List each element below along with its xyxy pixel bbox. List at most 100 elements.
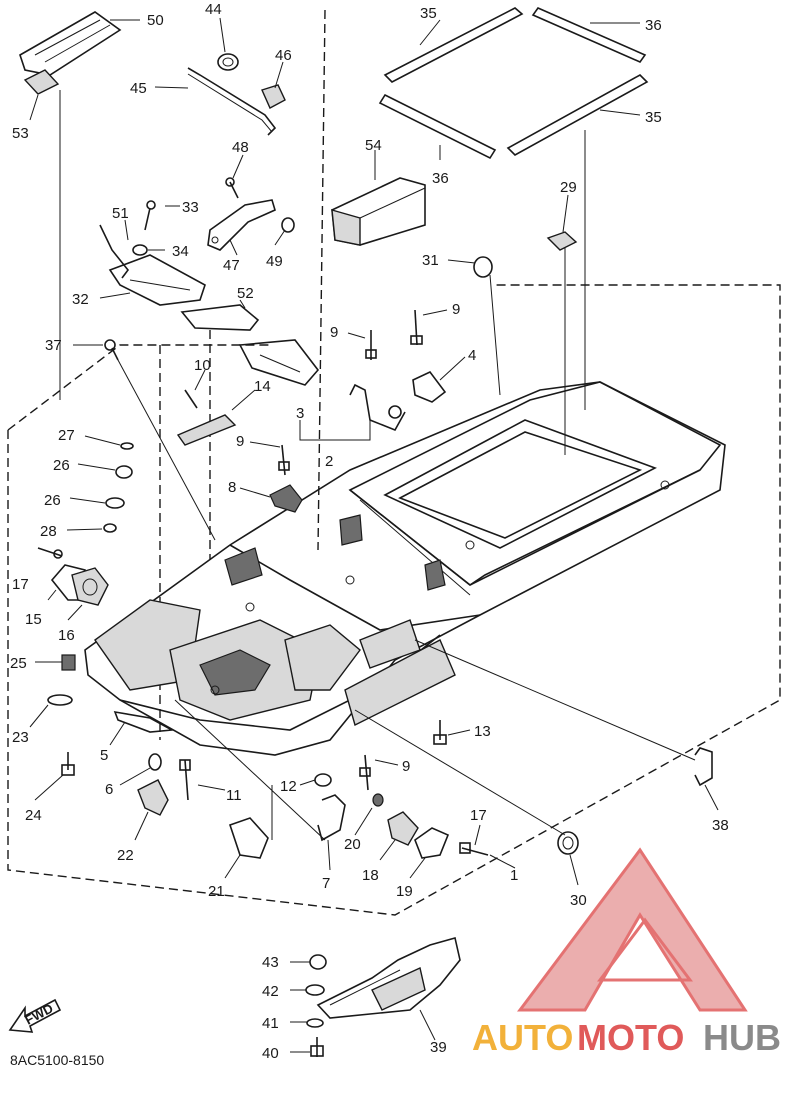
label-19: 19 bbox=[396, 883, 413, 900]
bolt-part-10 bbox=[184, 389, 198, 409]
label-15: 15 bbox=[25, 611, 42, 628]
leader-lines bbox=[29, 17, 719, 1053]
label-32: 32 bbox=[72, 291, 89, 308]
label-26-b: 26 bbox=[44, 492, 61, 509]
label-21: 21 bbox=[208, 883, 225, 900]
rail-part-35-bottom bbox=[506, 74, 649, 156]
bracket-part-21 bbox=[228, 817, 269, 859]
label-25: 25 bbox=[10, 655, 27, 672]
label-54: 54 bbox=[365, 137, 382, 154]
label-35-right: 35 bbox=[645, 109, 662, 126]
bolt-part-17-left bbox=[37, 547, 63, 559]
grommet-part-44 bbox=[217, 53, 239, 71]
bolt-part-17-right bbox=[459, 842, 489, 856]
gasket-part-16 bbox=[71, 567, 109, 606]
label-9-a: 9 bbox=[330, 324, 338, 341]
pad-part-53 bbox=[23, 69, 60, 95]
label-20: 20 bbox=[344, 836, 361, 853]
main-frame-part bbox=[84, 381, 726, 756]
washer-part-34 bbox=[132, 244, 148, 256]
bolt-part-9-d bbox=[359, 754, 371, 791]
label-3: 3 bbox=[296, 405, 304, 422]
label-8: 8 bbox=[228, 479, 236, 496]
label-40: 40 bbox=[262, 1045, 279, 1062]
bolt-part-37 bbox=[104, 339, 119, 361]
label-45: 45 bbox=[130, 80, 147, 97]
collar-part-26-b bbox=[105, 497, 125, 509]
bracket-part-32 bbox=[108, 254, 206, 306]
bracket-part-2 bbox=[349, 383, 406, 432]
label-22: 22 bbox=[117, 847, 134, 864]
cap-part-27 bbox=[120, 442, 134, 450]
label-46: 46 bbox=[275, 47, 292, 64]
label-13: 13 bbox=[474, 723, 491, 740]
label-14: 14 bbox=[254, 378, 271, 395]
part-labels: 1 2 3 4 5 6 7 8 9 9 9 9 10 11 12 13 14 1… bbox=[10, 1, 729, 1062]
spacer-part-6 bbox=[148, 753, 162, 771]
plate-part-52 bbox=[180, 304, 260, 331]
bolt-part-9-c bbox=[278, 444, 290, 476]
label-9-d: 9 bbox=[402, 758, 410, 775]
collar-part-26-a bbox=[115, 465, 133, 479]
label-34: 34 bbox=[172, 243, 189, 260]
hook-part-7 bbox=[317, 794, 346, 842]
pin-part-23 bbox=[47, 694, 73, 706]
label-24: 24 bbox=[25, 807, 42, 824]
assembly-boundary bbox=[7, 9, 781, 916]
rod-part-51 bbox=[99, 224, 130, 279]
grommet-part-30 bbox=[557, 831, 579, 855]
cap-part-25 bbox=[61, 654, 76, 671]
label-51: 51 bbox=[112, 205, 129, 222]
guard-part-22 bbox=[137, 779, 169, 816]
bracket-part-3 bbox=[238, 339, 320, 386]
drawing-code: 8AC5100-8150 bbox=[10, 1052, 104, 1068]
collar-part-12 bbox=[314, 773, 332, 787]
label-26-a: 26 bbox=[53, 457, 70, 474]
label-38: 38 bbox=[712, 817, 729, 834]
label-35-top: 35 bbox=[420, 5, 437, 22]
bolt-part-9-a bbox=[365, 330, 377, 360]
label-12: 12 bbox=[280, 778, 297, 795]
bracket-part-8 bbox=[269, 484, 303, 513]
label-11: 11 bbox=[226, 787, 242, 804]
label-9-b: 9 bbox=[452, 301, 460, 318]
watermark-text-auto: AUTO bbox=[472, 1017, 573, 1058]
bracket-part-47 bbox=[207, 199, 276, 251]
bolt-part-48 bbox=[225, 177, 239, 199]
fwd-label: FWD bbox=[22, 1001, 55, 1028]
bolt-part-11 bbox=[179, 759, 191, 801]
bracket-part-14 bbox=[176, 414, 237, 446]
washer-part-42 bbox=[305, 984, 325, 996]
rail-part-36-top bbox=[531, 7, 647, 63]
bolt-part-40 bbox=[310, 1037, 324, 1057]
label-27: 27 bbox=[58, 427, 75, 444]
bar-part-5 bbox=[113, 710, 175, 733]
label-39: 39 bbox=[430, 1039, 447, 1056]
label-16: 16 bbox=[58, 627, 75, 644]
watermark-text-moto: MOTO bbox=[577, 1017, 684, 1058]
label-53: 53 bbox=[12, 125, 29, 142]
label-29: 29 bbox=[560, 179, 577, 196]
label-37: 37 bbox=[45, 337, 62, 354]
label-1: 1 bbox=[510, 867, 518, 884]
heat-shield-part-50 bbox=[19, 11, 122, 76]
nut-part-43 bbox=[309, 954, 327, 970]
label-5: 5 bbox=[100, 747, 108, 764]
bracket-part-4 bbox=[412, 370, 447, 403]
label-36-bottom: 36 bbox=[432, 170, 449, 187]
gasket-part-19 bbox=[414, 827, 450, 859]
label-44: 44 bbox=[205, 1, 222, 18]
label-49: 49 bbox=[266, 253, 283, 270]
nut-part-20 bbox=[372, 793, 384, 807]
nut-part-49 bbox=[281, 217, 295, 233]
label-28: 28 bbox=[40, 523, 57, 540]
label-48: 48 bbox=[232, 139, 249, 156]
label-42: 42 bbox=[262, 983, 279, 1000]
rail-part-36-bottom bbox=[378, 93, 497, 160]
watermark-text-hub: HUB bbox=[703, 1017, 781, 1058]
label-31: 31 bbox=[422, 252, 439, 269]
label-47: 47 bbox=[223, 257, 240, 274]
label-7: 7 bbox=[322, 875, 330, 892]
rod-part-45 bbox=[187, 67, 277, 136]
